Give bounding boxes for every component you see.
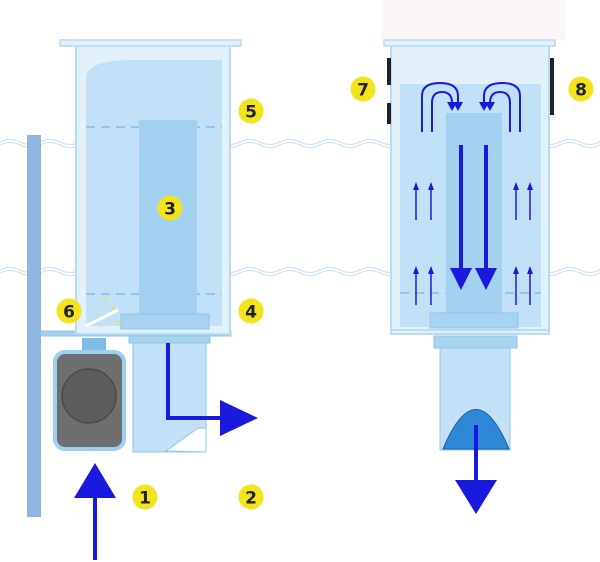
label-badge-3: 3 [157, 195, 183, 221]
label-badge-1: 1 [132, 484, 158, 510]
pump-wheel-icon [61, 368, 117, 424]
skimmer-vessel-left [59, 39, 242, 335]
label-5: 5 [245, 103, 257, 123]
label-badge-8: 8 [568, 76, 594, 102]
pump [53, 338, 126, 451]
label-badge-6: 6 [56, 298, 82, 324]
tube-base [120, 313, 210, 330]
top-fade [382, 0, 565, 40]
drain-arrow [455, 425, 497, 514]
label-badge-2: 2 [238, 484, 264, 510]
circulation-arrowheads [447, 102, 495, 111]
label-3: 3 [164, 200, 176, 220]
label-4: 4 [245, 303, 257, 323]
upflow-arrows [413, 182, 533, 305]
label-1: 1 [139, 489, 151, 509]
inner-reaction-tube-right [446, 113, 502, 323]
side-bars [387, 58, 554, 124]
circulation-arrows-top [421, 81, 521, 132]
label-2: 2 [245, 489, 257, 509]
label-badge-4: 4 [238, 298, 264, 324]
outlet-pipe-right [433, 335, 518, 451]
outflow-arrow [166, 343, 258, 436]
label-8: 8 [575, 81, 587, 101]
label-badge-5: 5 [238, 98, 264, 124]
label-badge-7: 7 [350, 76, 376, 102]
label-7: 7 [357, 81, 369, 101]
air-inlet-line [85, 308, 119, 328]
tank-wall [27, 135, 41, 517]
label-6: 6 [63, 303, 75, 323]
downflow-arrows [450, 145, 497, 290]
inflow-arrow [74, 463, 116, 560]
